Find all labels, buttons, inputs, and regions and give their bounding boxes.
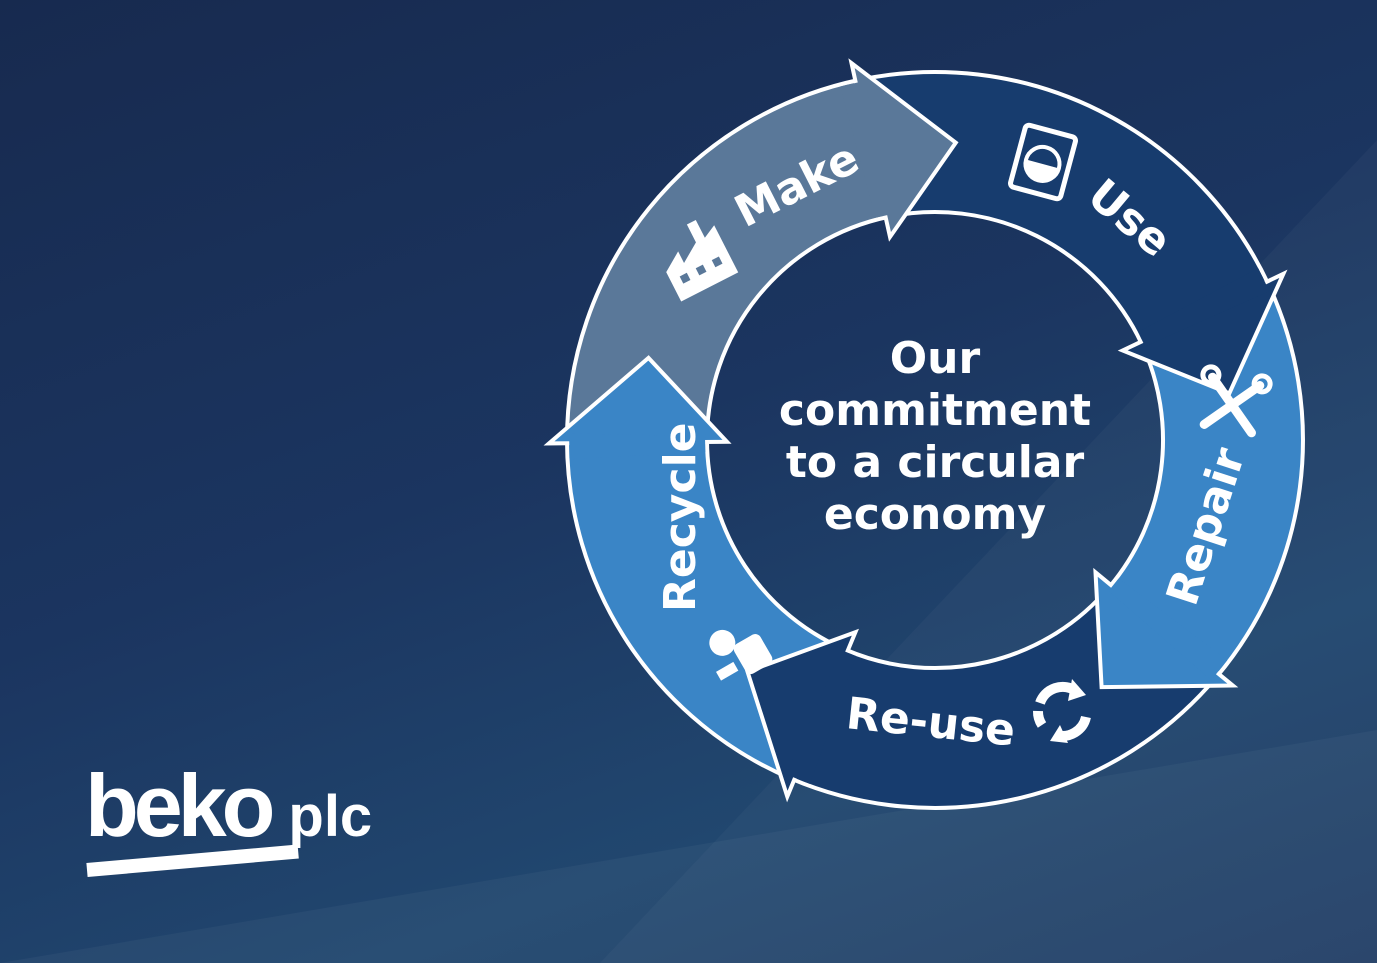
arrowhead-reuse — [745, 628, 859, 803]
center-text-line-2: commitment — [779, 385, 1091, 436]
arrow-joint-reuse — [786, 650, 857, 784]
recycling-parts-icon — [709, 629, 773, 681]
arrowhead-use — [1117, 269, 1288, 396]
recycle-arrows-icon — [1033, 679, 1091, 743]
arrowhead-recycle — [543, 355, 732, 446]
center-text-line-4: economy — [824, 489, 1046, 540]
stage-label-recycle: Recycle — [655, 423, 706, 613]
center-text-line-1: Our — [890, 333, 981, 384]
logo-brand: beko — [85, 756, 275, 855]
logo-suffix: plc — [288, 784, 373, 849]
center-text-line-3: to a circular — [786, 437, 1085, 488]
arrow-joint-recycle — [569, 433, 706, 460]
factory-icon — [666, 219, 739, 302]
arrow-joint-use — [1138, 268, 1270, 347]
tools-icon — [1199, 364, 1273, 438]
washing-machine-icon — [1008, 122, 1078, 202]
arrow-segment-use — [856, 69, 1272, 347]
arrow-joint-make — [840, 80, 892, 218]
arrow-joint-repair — [1108, 578, 1228, 681]
arrowhead-make — [848, 58, 959, 242]
